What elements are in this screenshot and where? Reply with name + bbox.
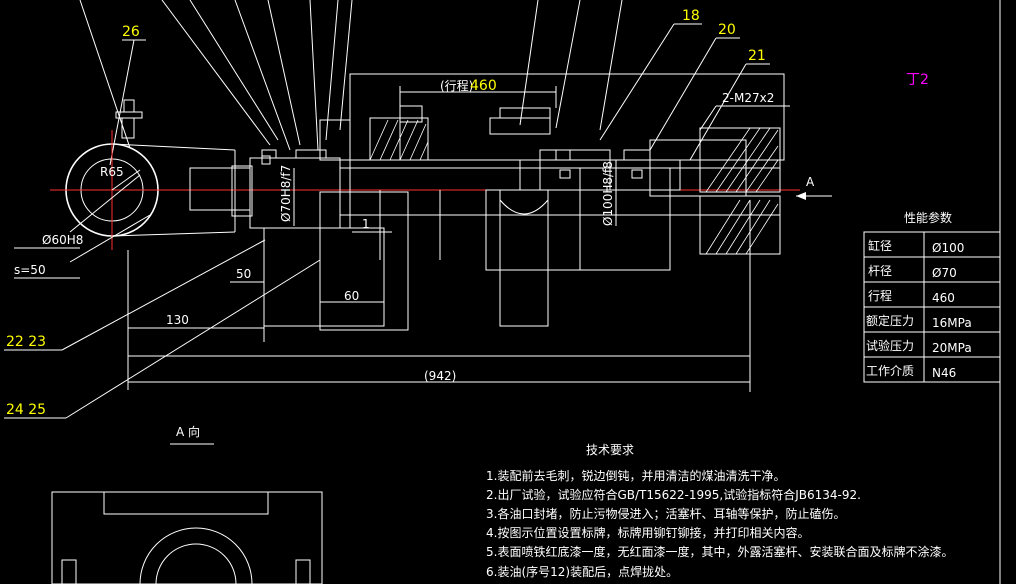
dim-rod-fit: Ø70H8/f7 bbox=[279, 165, 293, 222]
dim-50: 50 bbox=[236, 267, 251, 281]
params-value-test-pressure: 20MPa bbox=[932, 341, 972, 355]
requirements-title: 技术要求 bbox=[586, 443, 634, 457]
params-label-medium: 工作介质 bbox=[866, 364, 914, 378]
params-label-rod: 杆径 bbox=[868, 264, 892, 278]
requirement-2: 2.出厂试验，试验应符合GB/T15622-1995,试验指标符合JB6134-… bbox=[486, 487, 861, 502]
view-a-outline bbox=[51, 491, 323, 584]
params-label-test-pressure: 试验压力 bbox=[866, 338, 914, 353]
dim-s: s=50 bbox=[14, 263, 46, 277]
dim-gap: 1 bbox=[362, 217, 370, 231]
dim-pin-bore: Ø60H8 bbox=[42, 233, 83, 247]
leader-lines bbox=[79, 0, 770, 166]
params-value-stroke: 460 bbox=[932, 291, 955, 305]
requirement-4: 4.按图示位置设置标牌，标牌用铆钉铆接，并打印相关内容。 bbox=[486, 525, 809, 540]
layer-tag: 丁2 bbox=[906, 72, 929, 88]
requirement-1: 1.装配前去毛刺，锐边倒钝，并用清洁的煤油清洗干净。 bbox=[486, 468, 785, 483]
params-title: 性能参数 bbox=[904, 210, 952, 225]
dim-stroke-note: (行程) bbox=[440, 78, 473, 93]
params-value-medium: N46 bbox=[932, 366, 956, 380]
dim-overall: (942) bbox=[424, 369, 456, 383]
section-hatching bbox=[369, 119, 779, 255]
view-a-title: A 向 bbox=[176, 424, 200, 439]
dim-stroke: 460 bbox=[470, 78, 497, 94]
params-table bbox=[863, 231, 1001, 383]
dim-130: 130 bbox=[166, 313, 189, 327]
dim-radius: R65 bbox=[100, 165, 124, 179]
params-label-rated-pressure: 额定压力 bbox=[866, 313, 914, 328]
requirement-3: 3.各油口封堵，防止污物侵进入；活塞杆、耳轴等保护，防止磕伤。 bbox=[486, 506, 845, 521]
callout-21: 21 bbox=[748, 48, 766, 64]
callout-20: 20 bbox=[718, 22, 736, 38]
requirement-6: 6.装油(序号12)装配后，点焊拢处。 bbox=[486, 564, 678, 579]
params-value-rated-pressure: 16MPa bbox=[932, 316, 972, 330]
callout-26: 26 bbox=[122, 24, 140, 40]
requirement-5: 5.表面喷铁红底漆一度，无红面漆一度，其中，外露活塞杆、安装联合面及标牌不涂漆。 bbox=[486, 544, 953, 559]
callout-18: 18 bbox=[682, 8, 700, 24]
params-label-bore: 缸径 bbox=[868, 238, 892, 253]
params-label-stroke: 行程 bbox=[868, 288, 892, 303]
callout-24-25: 24 25 bbox=[6, 402, 46, 418]
dim-60: 60 bbox=[344, 289, 359, 303]
grease-nipple bbox=[115, 99, 143, 139]
params-value-rod: Ø70 bbox=[932, 266, 957, 280]
view-arrow-label: A bbox=[806, 175, 815, 189]
dim-bore-fit: Ø100H8/f8 bbox=[601, 161, 615, 226]
seal-grooves bbox=[261, 149, 651, 179]
dim-port-thread: 2-M27x2 bbox=[722, 91, 774, 105]
params-value-bore: Ø100 bbox=[932, 241, 964, 255]
callout-22-23: 22 23 bbox=[6, 334, 46, 350]
